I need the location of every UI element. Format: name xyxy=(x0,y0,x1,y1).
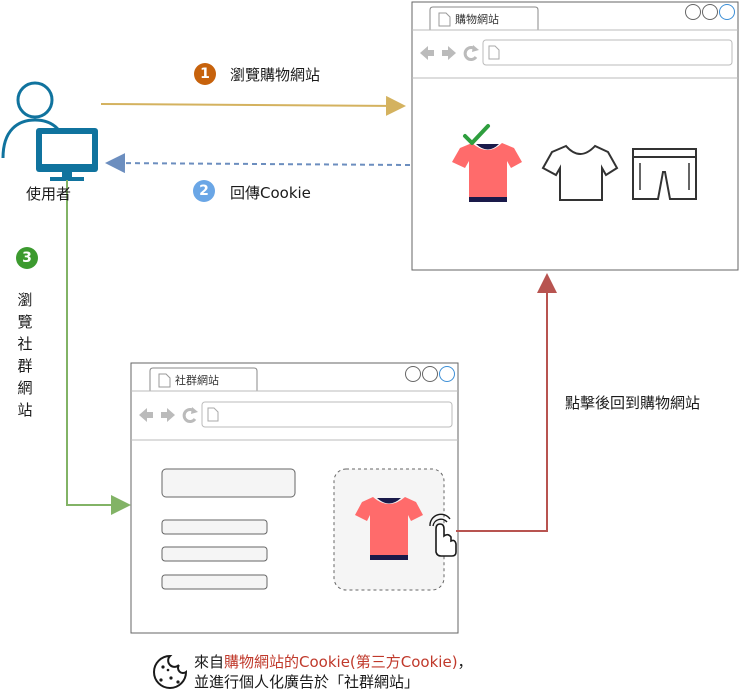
browser-tab-page-icon xyxy=(158,373,171,388)
note-line2: 並進行個人化廣告於「社群網站」 xyxy=(194,673,420,691)
red-tshirt-icon xyxy=(452,143,522,202)
arrow-click-back-to-shop xyxy=(456,273,557,532)
arrow-return-cookie xyxy=(105,153,411,174)
click-label: 點擊後回到購物網站 xyxy=(565,394,701,412)
reload-icon[interactable] xyxy=(182,407,198,423)
back-arrow-icon[interactable] xyxy=(420,46,434,60)
cookie-note: 來自購物網站的Cookie(第三方Cookie)， 並進行個人化廣告於「社群網站… xyxy=(194,652,473,692)
content-placeholder-line xyxy=(161,546,268,562)
hand-pointer-icon xyxy=(429,513,457,557)
step-3-label: 瀏 覽 社 群 網 站 xyxy=(17,291,33,419)
cookie-icon xyxy=(153,654,188,689)
window-control-buttons[interactable] xyxy=(405,366,455,382)
shorts-outline-icon xyxy=(632,148,697,200)
forward-arrow-icon[interactable] xyxy=(161,408,175,422)
back-arrow-icon[interactable] xyxy=(139,408,153,422)
shopping-browser-window xyxy=(411,1,739,271)
step-1-label: 瀏覽購物網站 xyxy=(230,66,321,84)
user-label: 使用者 xyxy=(26,185,72,203)
note-highlight: 購物網站的Cookie(第三方Cookie) xyxy=(224,653,458,671)
content-placeholder-line xyxy=(161,519,268,535)
step-1-badge: 1 xyxy=(194,63,216,85)
step-3-badge: 3 xyxy=(16,247,38,269)
tshirt-outline-icon xyxy=(541,144,619,201)
note-prefix: 來自 xyxy=(194,653,225,671)
content-placeholder-block xyxy=(161,468,296,498)
arrow-browse-social xyxy=(66,180,131,515)
checkmark-icon xyxy=(463,124,490,145)
shop-tab-title[interactable]: 購物網站 xyxy=(455,13,499,26)
reload-icon[interactable] xyxy=(463,45,479,61)
content-placeholder-line xyxy=(161,574,268,590)
browser-tab-page-icon xyxy=(438,12,451,27)
note-suffix: ， xyxy=(457,653,473,671)
step-2-badge: 2 xyxy=(193,180,215,202)
arrow-browse-shop xyxy=(100,95,406,116)
forward-arrow-icon[interactable] xyxy=(442,46,456,60)
window-control-buttons[interactable] xyxy=(685,4,735,20)
user-icon xyxy=(1,81,98,181)
social-tab-title[interactable]: 社群網站 xyxy=(175,374,219,387)
social-browser-window xyxy=(130,362,459,634)
address-bar[interactable] xyxy=(201,401,453,428)
address-bar[interactable] xyxy=(482,39,733,66)
step-2-label: 回傳Cookie xyxy=(230,184,311,202)
red-tshirt-ad-icon[interactable] xyxy=(355,497,423,560)
